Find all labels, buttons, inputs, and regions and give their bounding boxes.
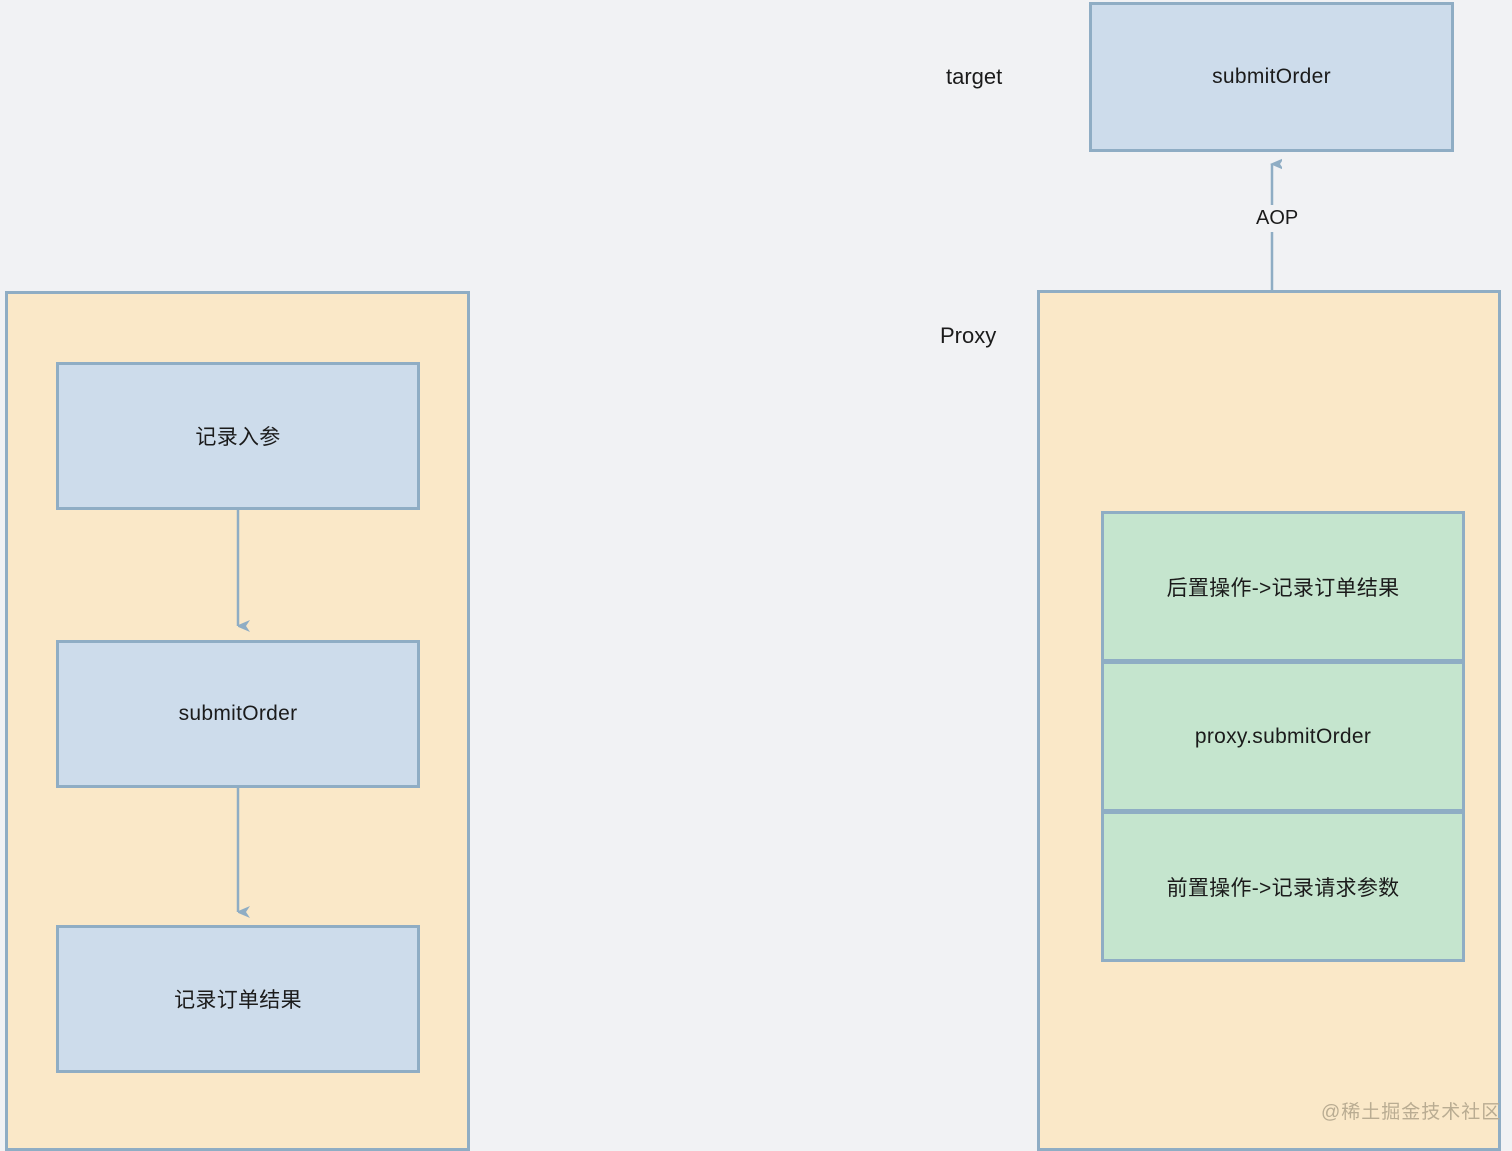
left-flow-node-2-label: submitOrder	[178, 702, 298, 725]
left-flow-arrow-1	[229, 510, 247, 640]
proxy-node-after-advice-label: 后置操作->记录订单结果	[1166, 576, 1400, 600]
left-flow-node-3-label: 记录订单结果	[174, 989, 302, 1012]
proxy-node-before-advice-label: 前置操作->记录请求参数	[1166, 876, 1400, 900]
proxy-node-proxy-submit-order-label: proxy.submitOrder	[1194, 724, 1372, 748]
target-node-submit-order[interactable]: submitOrder	[1089, 2, 1454, 152]
left-flow-node-1-label: 记录入参	[195, 426, 281, 449]
aop-edge-label: AOP	[1248, 205, 1307, 232]
proxy-node-proxy-submit-order[interactable]: proxy.submitOrder	[1101, 661, 1465, 812]
target-node-label: submitOrder	[1212, 65, 1331, 88]
watermark: @稀土掘金技术社区	[1321, 1102, 1502, 1123]
left-flow-node-1[interactable]: 记录入参	[56, 362, 420, 510]
left-flow-arrow-2	[229, 788, 247, 926]
left-flow-node-3[interactable]: 记录订单结果	[56, 925, 420, 1073]
proxy-label: Proxy	[940, 323, 997, 348]
left-flow-node-2[interactable]: submitOrder	[56, 640, 420, 788]
proxy-node-after-advice[interactable]: 后置操作->记录订单结果	[1101, 511, 1465, 662]
target-label: target	[946, 64, 1003, 89]
proxy-node-before-advice[interactable]: 前置操作->记录请求参数	[1101, 811, 1465, 962]
